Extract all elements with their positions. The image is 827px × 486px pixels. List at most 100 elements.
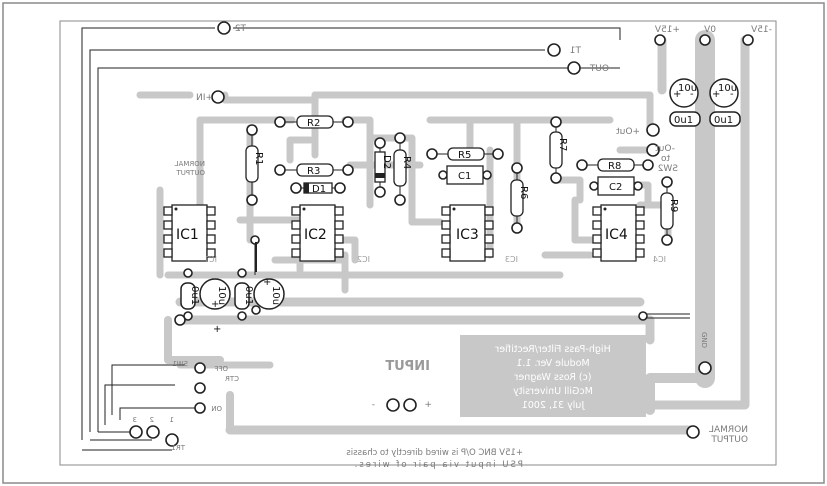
svg-text:OUT: OUT <box>589 64 609 74</box>
svg-text:-Out: -Out <box>655 144 675 154</box>
svg-text:+: + <box>712 89 720 100</box>
svg-text:R5: R5 <box>458 150 471 161</box>
svg-text:0V: 0V <box>703 25 716 35</box>
svg-text:-: - <box>690 89 694 100</box>
svg-text:+: + <box>211 299 219 310</box>
svg-text:R6: R6 <box>518 186 529 199</box>
diode-d1: D1 <box>290 182 346 195</box>
svg-text:IC3: IC3 <box>456 227 479 243</box>
diode-d2: D2 <box>374 137 392 198</box>
svg-text:Module Ver. 1.1: Module Ver. 1.1 <box>516 358 589 369</box>
resistor-r9: R9 <box>660 176 679 246</box>
svg-text:10u: 10u <box>270 286 281 305</box>
svg-text:T2: T2 <box>235 24 247 34</box>
svg-text:NORMAL: NORMAL <box>709 425 748 435</box>
svg-text:C2: C2 <box>609 182 622 193</box>
svg-text:10u: 10u <box>678 83 697 94</box>
svg-text:+: + <box>213 324 221 335</box>
svg-text:OUTPUT: OUTPUT <box>711 435 748 445</box>
svg-text:ON: ON <box>211 405 222 413</box>
svg-text:+15V BNC O/P is wired directly: +15V BNC O/P is wired directly to chassi… <box>346 448 523 458</box>
svg-text:SW1: SW1 <box>172 360 188 368</box>
resistor-r6: R6 <box>510 162 529 234</box>
resistor-r7: R7 <box>549 116 568 184</box>
resistor-r1: R1 <box>245 124 264 206</box>
resistor-r8: R8 <box>576 158 654 172</box>
svg-text:R4: R4 <box>401 156 412 169</box>
svg-text:3: 3 <box>133 416 137 424</box>
svg-text:2: 2 <box>150 416 154 424</box>
svg-text:C1: C1 <box>458 171 471 182</box>
capacitor-0u1-b: 0u1 <box>234 268 254 321</box>
capacitor-10u-b: 10u + <box>253 277 285 310</box>
ic4-chip: IC4 IC4 <box>592 204 666 264</box>
svg-text:0u1: 0u1 <box>714 115 733 126</box>
svg-text:OUTPUT: OUTPUT <box>176 169 205 177</box>
svg-text:0u1: 0u1 <box>674 115 693 126</box>
svg-text:High-Pass Filter/Rectifier: High-Pass Filter/Rectifier <box>495 344 610 355</box>
svg-text:+: + <box>424 400 432 410</box>
connector-pads <box>129 21 754 447</box>
svg-text:PSU input via pair of wires.: PSU input via pair of wires. <box>353 460 523 470</box>
svg-text:0u1: 0u1 <box>243 286 254 305</box>
svg-text:R1: R1 <box>253 152 264 165</box>
resistor-r3: R3 <box>274 163 354 177</box>
capacitor-c1: C1 <box>438 165 492 185</box>
capacitor-10u-a: 10u + + <box>199 278 231 335</box>
capacitor-10u-top-right: 10u + - <box>709 78 739 108</box>
svg-text:-: - <box>730 89 734 100</box>
svg-text:+: + <box>673 89 681 100</box>
svg-text:OFF: OFF <box>214 365 228 373</box>
svg-text:IC1: IC1 <box>176 227 199 243</box>
resistor-r2: R2 <box>274 115 354 129</box>
svg-text:10u: 10u <box>216 286 227 305</box>
svg-text:(c) Ross Wagner: (c) Ross Wagner <box>514 372 591 383</box>
capacitor-10u-top-left: 10u + - <box>669 78 699 108</box>
svg-text:D2: D2 <box>381 155 392 169</box>
svg-text:IC4: IC4 <box>605 227 628 243</box>
svg-text:GND: GND <box>700 332 708 348</box>
svg-text:IC2: IC2 <box>304 227 327 243</box>
svg-text:-15V: -15V <box>750 25 772 35</box>
svg-text:R2: R2 <box>307 118 320 129</box>
svg-text:0u1: 0u1 <box>189 286 200 305</box>
svg-text:1: 1 <box>170 416 174 424</box>
resistor-r4: R4 <box>393 132 412 206</box>
svg-text:+: + <box>263 277 271 288</box>
board-inner-outline <box>59 20 777 466</box>
ic3-chip: IC3 IC3 <box>441 204 518 264</box>
svg-text:R7: R7 <box>557 138 568 151</box>
capacitor-c2: C2 <box>589 176 643 196</box>
svg-text:to: to <box>660 154 670 164</box>
ic1-chip: IC1 IC1 <box>163 204 217 264</box>
info-box: High-Pass Filter/Rectifier Module Ver. 1… <box>460 335 646 417</box>
svg-text:IC3: IC3 <box>505 255 518 264</box>
svg-text:T1: T1 <box>570 46 582 56</box>
ic2-chip: IC2 IC2 <box>291 204 370 264</box>
svg-text:CTR: CTR <box>225 375 239 383</box>
svg-text:+15V: +15V <box>654 25 680 35</box>
svg-text:IC2: IC2 <box>357 255 370 264</box>
svg-text:D1: D1 <box>312 184 326 195</box>
svg-text:-: - <box>372 400 375 410</box>
capacitor-0u1-a: 0u1 <box>180 268 200 321</box>
svg-text:R3: R3 <box>307 166 320 177</box>
svg-text:+Out: +Out <box>616 127 640 137</box>
svg-text:IC1: IC1 <box>204 255 217 264</box>
capacitor-0u1-top-right: 0u1 <box>709 111 741 127</box>
capacitor-0u1-top-left: 0u1 <box>669 111 701 127</box>
svg-text:IC4: IC4 <box>653 255 666 264</box>
svg-text:NORMAL: NORMAL <box>175 160 205 168</box>
svg-text:R9: R9 <box>668 199 679 212</box>
svg-text:INPUT: INPUT <box>385 359 430 374</box>
svg-text:SW2: SW2 <box>658 164 678 174</box>
board-labels: T2 T1 OUT +IN NORMAL OUTPUT +15V 0V -15V… <box>133 24 772 470</box>
svg-text:+IN: +IN <box>196 93 213 103</box>
svg-text:10u: 10u <box>718 83 737 94</box>
svg-text:R8: R8 <box>608 161 621 172</box>
svg-text:TR1: TR1 <box>171 444 186 452</box>
svg-text:McGill University: McGill University <box>513 386 593 397</box>
svg-text:July 31, 2001: July 31, 2001 <box>522 400 585 411</box>
resistor-r5: R5 <box>426 147 504 161</box>
